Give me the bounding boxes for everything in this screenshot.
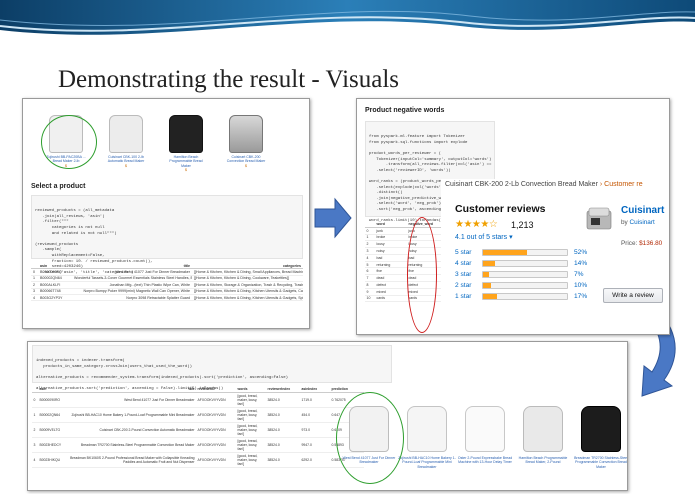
highlight-circle xyxy=(41,115,97,169)
column-header: word xyxy=(375,221,407,228)
recommendations-panel: indexed_products = indexer.transform( pr… xyxy=(27,341,628,491)
column-header xyxy=(31,263,38,270)
rating-row[interactable]: 3 star 7% xyxy=(455,271,584,278)
recommendation-table: asin title reviewerID words reviewerInde… xyxy=(32,386,364,468)
product-card[interactable]: Zojirushi BB-HAC10 Home Bakery 1-Pound-L… xyxy=(398,392,456,488)
bread-maker-image xyxy=(229,115,263,153)
column-header xyxy=(365,221,375,228)
rating-bar-fill xyxy=(483,250,527,255)
column-header: reviewerIndex xyxy=(266,386,300,393)
rating-summary-link[interactable]: 4.1 out of 5 stars ▾ xyxy=(455,234,513,241)
bread-maker-image xyxy=(523,406,563,452)
product-caption: Breadman TR2700 Stainless-Steel Programm… xyxy=(574,456,628,469)
brand-name[interactable]: Cuisinart xyxy=(621,205,665,216)
product-caption: Oster 2-Pound Expressbake Bread Machine … xyxy=(457,456,513,465)
column-header: asinIndex xyxy=(300,386,330,393)
rating-bar xyxy=(482,293,568,300)
rating-bar-fill xyxy=(483,294,498,299)
customer-reviews-widget: Cuisinart CBK-200 2-Lb Convection Bread … xyxy=(441,179,667,331)
rating-histogram: 5 star 52% 4 star 14% 3 star 7% 2 star 1… xyxy=(455,248,595,303)
column-header: asin xyxy=(38,386,68,393)
product-card[interactable]: Oster 2-Pound Expressbake Bread Machine … xyxy=(456,392,514,488)
rating-bar xyxy=(482,260,568,267)
star-rating-icon: ★★★★☆ xyxy=(455,219,498,230)
bread-maker-image xyxy=(465,406,505,452)
rating-bar-fill xyxy=(483,272,489,277)
product-card[interactable]: Cuisinart CBK-200 Convection Bread Maker… xyxy=(225,105,267,173)
column-header: title xyxy=(72,263,192,270)
column-header: categories xyxy=(192,263,303,270)
right-arrow-icon xyxy=(314,197,352,239)
rating-bar xyxy=(482,282,568,289)
product-caption: Zojirushi BB-HAC10 Home Bakery 1-Pound-L… xyxy=(398,456,456,469)
negative-words-panel: Product negative words from pyspark.ml.f… xyxy=(356,98,670,335)
rating-bar xyxy=(482,271,568,278)
product-caption: Cuisinart CBK-100 2-lb Automatic Bread M… xyxy=(107,155,145,168)
product-caption: Cuisinart CBK-200 Convection Bread Maker… xyxy=(226,155,266,168)
highlight-circle xyxy=(336,392,404,484)
bread-maker-image xyxy=(407,406,447,452)
code-cell: indexed_products = indexer.transform( pr… xyxy=(32,345,392,391)
product-card[interactable]: Breadman TR2700 Stainless-Steel Programm… xyxy=(572,392,628,488)
bread-maker-image xyxy=(169,115,203,153)
product-card[interactable]: Cuisinart CBK-100 2-lb Automatic Bread M… xyxy=(105,105,147,173)
column-header: prediction xyxy=(330,386,364,393)
review-count[interactable]: 1,213 xyxy=(511,220,534,230)
column-header xyxy=(32,386,38,393)
section-title: Select a product xyxy=(31,183,86,190)
rating-bar-fill xyxy=(483,283,492,288)
product-image-row: Zojirushi BB-PAC20BA ... Bread Maker 2-l… xyxy=(29,105,305,173)
column-header: asin xyxy=(38,263,72,270)
section-title: Product negative words xyxy=(365,107,445,114)
breadcrumb[interactable]: Cuisinart CBK-200 2-Lb Convection Bread … xyxy=(445,181,643,188)
bread-maker-image xyxy=(581,406,621,452)
product-caption: Hamilton Beach Programmable Bread Maker$ xyxy=(169,155,203,173)
rating-bar xyxy=(482,249,568,256)
rating-row[interactable]: 1 star 17% xyxy=(455,293,588,300)
product-card[interactable]: Hamilton Beach Programmable Bread Maker$ xyxy=(165,105,207,173)
header-decoration xyxy=(0,0,695,48)
price: Price: $136.80 xyxy=(621,240,663,247)
product-caption: Hamilton Beach Programmable Bread Maker,… xyxy=(518,456,568,465)
select-product-panel: Zojirushi BB-PAC20BA ... Bread Maker 2-l… xyxy=(22,98,310,329)
column-header: reviewerID xyxy=(196,386,236,393)
rating-row[interactable]: 5 star 52% xyxy=(455,249,588,256)
reviews-heading: Customer reviews xyxy=(455,203,546,215)
write-review-button[interactable]: Write a review xyxy=(603,288,663,303)
rating-bar-fill xyxy=(483,261,495,266)
code-cell: reviewed_products = (all_metadata .join(… xyxy=(31,195,303,275)
product-card[interactable]: Hamilton Beach Programmable Bread Maker,… xyxy=(514,392,572,488)
column-header: title xyxy=(68,386,196,393)
rating-row[interactable]: 4 star 14% xyxy=(455,260,588,267)
slide-title: Demonstrating the result - Visuals xyxy=(58,66,400,93)
rating-row[interactable]: 2 star 10% xyxy=(455,282,588,289)
column-header: words xyxy=(236,386,266,393)
by-line: by Cuisinart xyxy=(621,219,655,226)
highlight-oval xyxy=(407,217,437,333)
bread-maker-image xyxy=(586,207,612,230)
bread-maker-image xyxy=(109,115,143,153)
